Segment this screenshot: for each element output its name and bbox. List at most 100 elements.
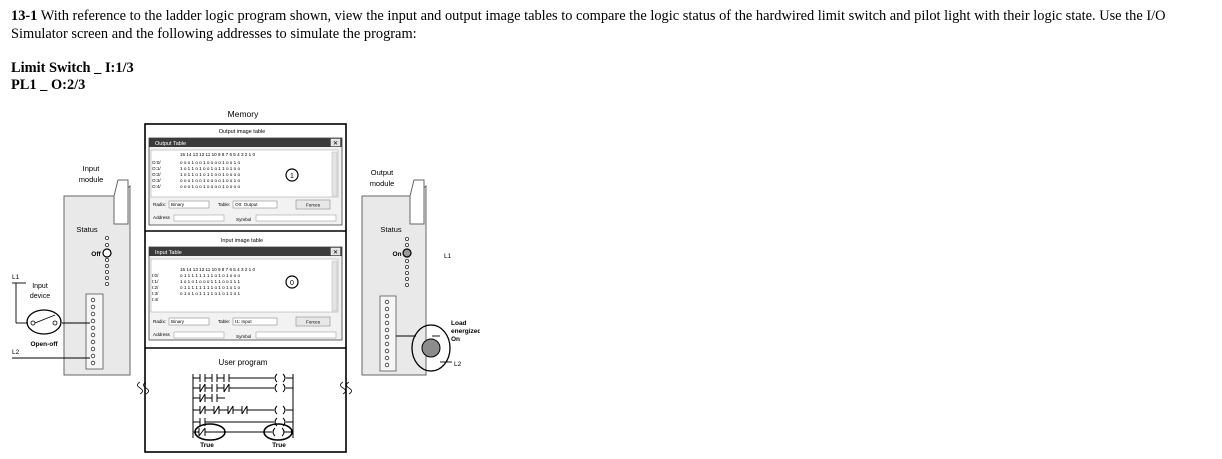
- output-symbol-field[interactable]: [255, 214, 337, 222]
- input-row-label: I:1/: [152, 279, 159, 284]
- input-state-label: Off: [91, 251, 101, 258]
- input-table-value: I1: Input: [235, 319, 252, 324]
- output-line-l2: L2: [454, 361, 462, 368]
- input-table-label: Table:: [218, 319, 230, 324]
- input-status-label: Status: [76, 225, 98, 234]
- output-table-window: Output Table ✕ 15 14 13 12 11 10 9 8 7 6…: [148, 137, 343, 226]
- input-radix-select[interactable]: [168, 317, 210, 326]
- input-device-label-line1: Input: [32, 283, 48, 290]
- output-module-title-line1: Output: [371, 168, 394, 177]
- input-bit-header: 15 14 13 12 11 10 9 8 7 6 5 4 3 2 1 0: [180, 267, 255, 272]
- input-row-label: I:2/: [152, 285, 159, 290]
- output-status-label: Status: [380, 225, 402, 234]
- output-close-button[interactable]: [330, 138, 341, 147]
- output-module-title-line2: module: [370, 179, 395, 188]
- input-row-label: I:0/: [152, 273, 159, 278]
- input-bit-highlight: [285, 275, 299, 289]
- output-radix-label: Radix:: [153, 202, 166, 207]
- output-table-label: Table:: [218, 202, 230, 207]
- output-table-title: Output Table: [155, 141, 186, 147]
- input-address-label: Address: [153, 332, 171, 337]
- input-line-l2: L2: [12, 349, 20, 356]
- output-state-label: On: [392, 251, 401, 258]
- input-forces-label: Forces: [306, 320, 321, 325]
- question-text: 13-1 With reference to the ladder logic …: [11, 7, 1216, 43]
- output-table-value: O0: Output: [235, 202, 258, 207]
- output-address-field[interactable]: [173, 214, 225, 222]
- input-close-button[interactable]: [330, 247, 341, 256]
- output-row-label: O:3/: [152, 178, 161, 183]
- output-symbol-label: Symbol: [236, 217, 251, 222]
- input-row-label: I:3/: [152, 291, 159, 296]
- output-module: [361, 179, 427, 376]
- input-table-window: Input Table ✕ 15 14 13 12 11 10 9 8 7 6 …: [148, 246, 343, 341]
- input-table-title: Input Table: [155, 250, 182, 256]
- output-bit-value: 1: [290, 173, 294, 180]
- input-table-select[interactable]: [232, 317, 278, 326]
- output-image-table-title: Output image table: [219, 129, 265, 135]
- pilot-light-icon: [421, 338, 441, 358]
- load-label-line2: energized: [451, 328, 480, 335]
- output-status-led: [402, 248, 412, 258]
- input-radix-label: Radix:: [153, 319, 166, 324]
- input-status-led: [102, 248, 112, 258]
- limit-switch-address: Limit Switch _ I:1/3: [11, 60, 134, 76]
- memory-frame: [144, 123, 347, 453]
- output-row-label: O:0/: [152, 160, 161, 165]
- ladder-diagram: [192, 373, 294, 438]
- input-module-title-line1: Input: [83, 164, 101, 173]
- rung-status-right: True: [272, 442, 286, 449]
- input-symbol-label: Symbol: [236, 334, 251, 339]
- output-row-label: O:1/: [152, 166, 161, 171]
- output-row-bits: 1 o 1 1 o 1 o o 1 o 1 1 o 1 o o: [180, 166, 240, 171]
- limit-switch-icon: [26, 309, 62, 335]
- switch-state-label: Open-off: [30, 341, 58, 348]
- output-table-select[interactable]: [232, 200, 278, 209]
- memory-title: Memory: [228, 109, 259, 119]
- input-symbol-field[interactable]: [255, 331, 337, 339]
- load-state-label: On: [451, 336, 460, 343]
- input-forces-button[interactable]: [295, 316, 331, 327]
- input-image-table-title: Input image table: [221, 238, 263, 244]
- input-row-bits: o 1 o 1 o 1 1 1 1 o 1 o 1 1 o 1: [180, 291, 240, 296]
- output-row-label: O:4/: [152, 184, 161, 189]
- input-contact-highlight: [194, 423, 226, 441]
- output-address-label: Address: [153, 215, 171, 220]
- load-label-line1: Load: [451, 320, 467, 327]
- plc-figure: Memory Output image table Output Table ✕…: [12, 109, 480, 453]
- output-bit-header: 15 14 13 12 11 10 9 8 7 6 5 4 3 2 1 0: [180, 152, 255, 157]
- input-row-bits: o 1 1 1 1 1 1 1 1 o 1 o 1 o 1 o: [180, 285, 240, 290]
- input-module: [63, 179, 131, 376]
- close-icon: ✕: [333, 250, 338, 256]
- input-scrollbar[interactable]: [331, 260, 338, 312]
- user-program-title: User program: [219, 358, 268, 367]
- input-device-label-line2: device: [30, 293, 50, 300]
- output-row-bits: o o o 1 o o 1 o o o o 1 o o 1 o: [180, 178, 240, 183]
- output-row-bits: o o o 1 o o 1 o o o o 1 o o o o: [180, 184, 240, 189]
- input-module-title-line2: module: [79, 175, 104, 184]
- output-forces-button[interactable]: [295, 199, 331, 210]
- output-radix-select[interactable]: [168, 200, 210, 209]
- input-row-bits: 1 o 1 o 1 o o o 1 1 1 o o 1 1 1: [180, 279, 240, 284]
- output-row-bits: 1 o 1 1 o 1 o 1 1 o o 1 o o o o: [180, 172, 240, 177]
- input-radix-value: Binary: [171, 319, 185, 324]
- output-bit-highlight: [285, 168, 299, 182]
- output-row-label: O:2/: [152, 172, 161, 177]
- output-line-l1: L1: [444, 253, 452, 260]
- output-row-bits: o o o 1 o o 1 o o o o 1 o o 1 o: [180, 160, 240, 165]
- output-coil-highlight: [263, 423, 293, 441]
- output-radix-value: Binary: [171, 202, 185, 207]
- output-forces-label: Forces: [306, 203, 321, 208]
- pilot-light-ring: [411, 324, 451, 372]
- input-bit-value: 0: [290, 280, 294, 287]
- input-wiring: [12, 282, 90, 359]
- output-scrollbar[interactable]: [331, 151, 338, 197]
- close-icon: ✕: [333, 141, 338, 147]
- pilot-light-address: PL1 _ O:2/3: [11, 77, 86, 93]
- input-row-label: I:4/: [152, 297, 159, 302]
- input-address-field[interactable]: [173, 331, 225, 339]
- input-row-bits: o 1 1 1 1 1 1 1 1 o 1 o 1 o o o: [180, 273, 240, 278]
- question-number: 13-1: [11, 8, 38, 24]
- input-line-l1: L1: [12, 274, 20, 281]
- rung-status-left: True: [200, 442, 214, 449]
